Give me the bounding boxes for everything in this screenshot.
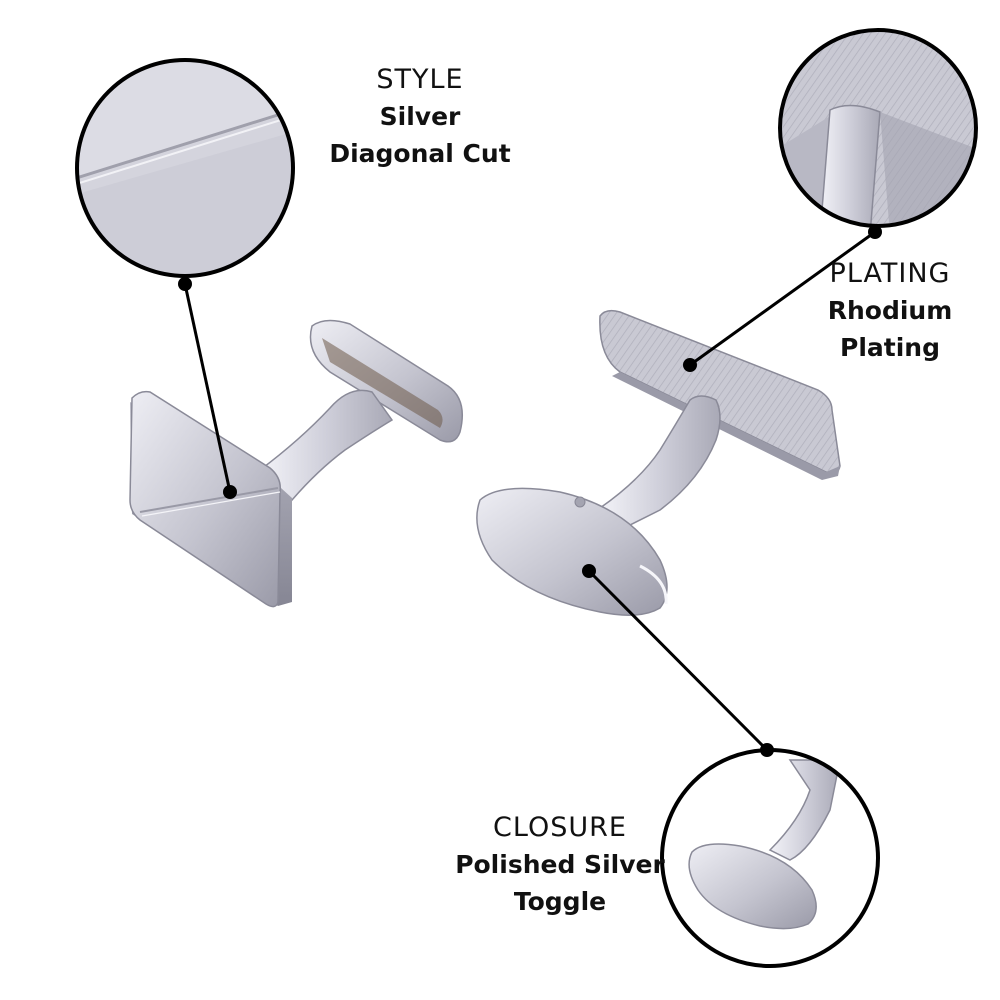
plating-leader-dot-top <box>868 225 882 239</box>
style-leader-dot-bottom <box>223 485 237 499</box>
closure-leader-dot-bottom <box>760 743 774 757</box>
plating-leader-line <box>689 230 876 367</box>
plating-value-line1: Rhodium <box>827 296 953 325</box>
style-leader-dot-top <box>178 277 192 291</box>
plating-leader-dot-bottom <box>683 358 697 372</box>
closure-value-line2: Toggle <box>513 887 607 916</box>
plating-callout: PLATING Rhodium Plating <box>800 256 980 366</box>
closure-value-line1: Polished Silver <box>455 850 665 879</box>
closure-callout: CLOSURE Polished Silver Toggle <box>430 810 690 920</box>
right-cufflink <box>476 309 841 616</box>
style-leader-line <box>183 283 232 493</box>
leader-lines <box>178 225 882 757</box>
plating-zoom-circle <box>778 28 978 228</box>
style-value-line1: Silver <box>379 102 461 131</box>
style-caption: STYLE <box>376 64 464 95</box>
plating-value-line2: Plating <box>840 333 940 362</box>
closure-zoom-circle <box>660 748 880 968</box>
style-value-line2: Diagonal Cut <box>329 139 511 168</box>
closure-leader-dot-top <box>582 564 596 578</box>
style-callout: STYLE Silver Diagonal Cut <box>290 62 550 172</box>
left-cufflink <box>129 319 463 608</box>
style-zoom-circle <box>75 58 295 278</box>
plating-caption: PLATING <box>829 258 951 289</box>
closure-caption: CLOSURE <box>493 812 627 843</box>
closure-leader-line <box>587 569 769 752</box>
